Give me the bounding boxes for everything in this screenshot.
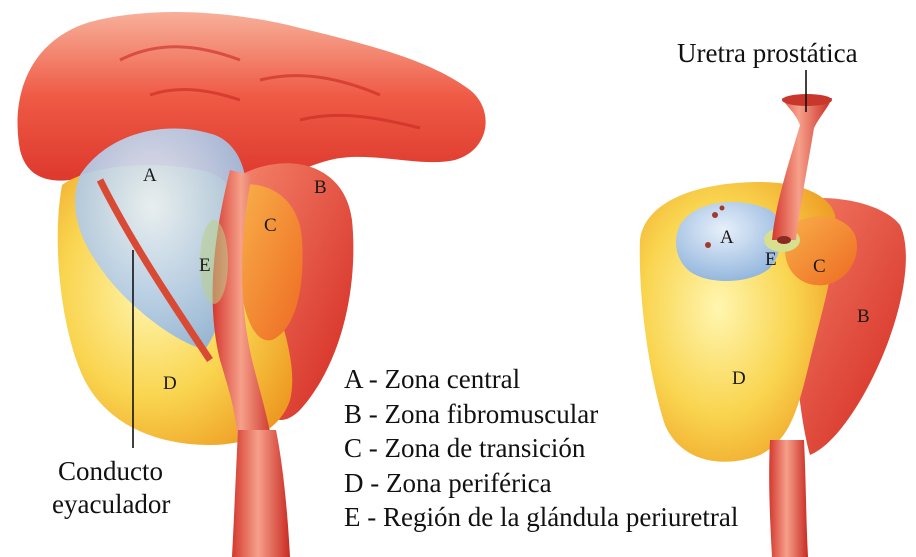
right-urethra-outlet <box>769 440 808 557</box>
right-zone-c-label: C <box>813 256 826 277</box>
left-urethra-outlet <box>232 430 290 557</box>
right-duct-dot-1 <box>712 212 718 218</box>
right-urethra-lumen <box>777 236 791 244</box>
right-zone-b-label: B <box>857 306 870 327</box>
conducto-label-line1: Conducto <box>58 456 163 486</box>
left-zone-b-label: B <box>314 177 327 198</box>
right-urethra-opening <box>782 94 832 106</box>
right-duct-dot-2 <box>720 206 725 211</box>
legend-item-b: B - Zona fibromuscular <box>344 397 738 432</box>
zone-legend: A - Zona central B - Zona fibromuscular … <box>344 362 738 535</box>
left-zone-e-label: E <box>199 255 211 276</box>
legend-item-d: D - Zona periférica <box>344 466 738 501</box>
right-duct-dot-3 <box>705 242 711 248</box>
right-zone-e-label: E <box>765 249 777 270</box>
left-zone-a-label: A <box>143 165 157 186</box>
uretra-prostatica-label: Uretra prostática <box>677 38 858 68</box>
legend-item-a: A - Zona central <box>344 362 738 397</box>
legend-item-e: E - Región de la glándula periuretral <box>344 500 738 535</box>
legend-item-c: C - Zona de transición <box>344 431 738 466</box>
left-zone-d-label: D <box>163 373 177 394</box>
left-zone-c-label: C <box>264 215 277 236</box>
conducto-label-line2: eyaculador <box>52 489 170 519</box>
right-zone-a-label: A <box>720 227 734 248</box>
